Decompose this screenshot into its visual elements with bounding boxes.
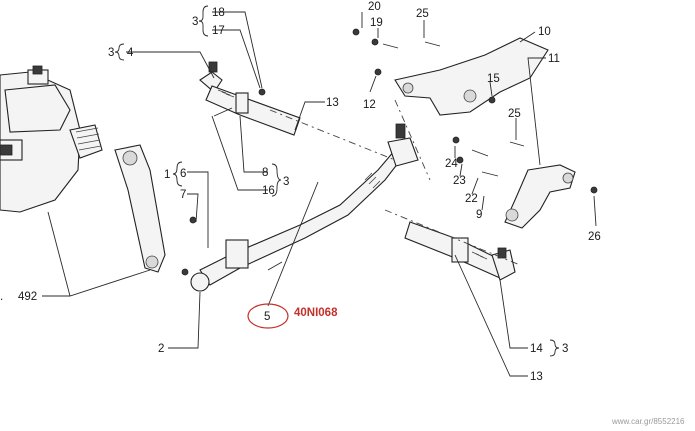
watermark: www.car.gr/8552216 [611, 417, 685, 426]
callout-20: 20 [368, 1, 381, 13]
callout-25-mid: 25 [508, 108, 521, 120]
callout-25-top: 25 [416, 8, 429, 20]
idler-bracket [352, 28, 549, 116]
callout-7: 7 [180, 189, 186, 201]
callout-3-group-14: 3 [562, 343, 568, 355]
callout-8: 8 [262, 167, 268, 179]
callout-11: 11 [548, 53, 560, 65]
centerline-lower [384, 209, 521, 266]
callout-12: 12 [363, 99, 376, 111]
callout-19: 19 [370, 17, 383, 29]
callout-5: 5 [264, 311, 270, 323]
callout-13-top: 13 [326, 97, 339, 109]
callout-6: 6 [180, 168, 186, 180]
callout-492: 492 [18, 291, 37, 303]
callout-26: 26 [588, 231, 601, 243]
leader-lines [42, 11, 597, 377]
callout-22: 22 [465, 193, 478, 205]
callout-14: 14 [530, 343, 543, 355]
idler-arm [452, 136, 598, 229]
lower-tie-rod [404, 221, 516, 281]
callout-3-group-4: 3 [108, 47, 114, 59]
callout-10: 10 [538, 26, 551, 38]
callout-4: 4 [127, 47, 134, 59]
callout-17: 17 [212, 25, 225, 37]
pitman-arm [114, 144, 166, 273]
callout-2: 2 [158, 343, 164, 355]
steering-gear-box [0, 65, 103, 213]
braces [114, 5, 560, 357]
callout-3-group-8-16: 3 [283, 176, 289, 188]
centerline-upper [269, 109, 396, 161]
callout-16: 16 [262, 185, 275, 197]
callout-ref-prefix: . [0, 291, 3, 303]
callout-13-bottom: 13 [530, 371, 543, 383]
callout-1-group-6-7: 1 [164, 169, 170, 181]
upper-tie-rod [199, 61, 301, 136]
center-drag-link [181, 123, 419, 292]
callout-23: 23 [453, 175, 466, 187]
callout-9: 9 [476, 209, 482, 221]
callout-18: 18 [212, 7, 225, 19]
centerline-vertical [394, 99, 431, 181]
part-code: 40NI068 [294, 307, 338, 319]
callout-15: 15 [487, 73, 500, 85]
callout-3-group-17-18: 3 [192, 16, 198, 28]
callout-24: 24 [445, 158, 458, 170]
